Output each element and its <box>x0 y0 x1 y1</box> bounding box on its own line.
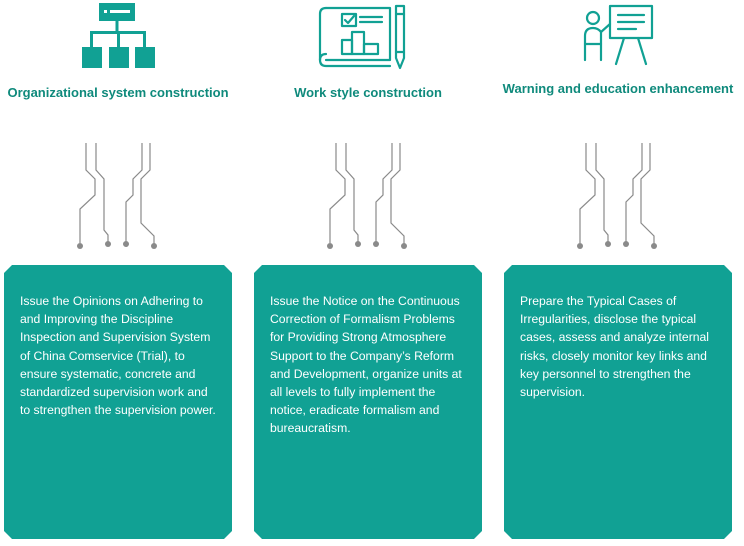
column-organizational: Organizational system construction Issue… <box>0 0 240 546</box>
org-chart-icon <box>82 3 155 68</box>
connector-lines <box>576 142 658 250</box>
column-title: Organizational system construction <box>7 85 229 100</box>
column-work-style: Work style construction Issue the Notice… <box>250 0 490 546</box>
blueprint-pencil-icon <box>318 4 406 70</box>
column-warning-education: Warning and education enhancement Prepar… <box>500 0 740 546</box>
description-text: Prepare the Typical Cases of Irregularit… <box>520 294 710 400</box>
column-title: Work style construction <box>294 85 442 100</box>
connector-lines <box>76 142 158 250</box>
presenter-board-icon <box>583 4 654 66</box>
description-text: Issue the Notice on the Continuous Corre… <box>270 294 462 436</box>
description-card: Issue the Opinions on Adhering to and Im… <box>4 265 232 539</box>
description-text: Issue the Opinions on Adhering to and Im… <box>20 294 216 418</box>
connector-lines <box>326 142 408 250</box>
description-card: Prepare the Typical Cases of Irregularit… <box>504 265 732 539</box>
column-title: Warning and education enhancement <box>502 81 734 96</box>
description-card: Issue the Notice on the Continuous Corre… <box>254 265 482 539</box>
